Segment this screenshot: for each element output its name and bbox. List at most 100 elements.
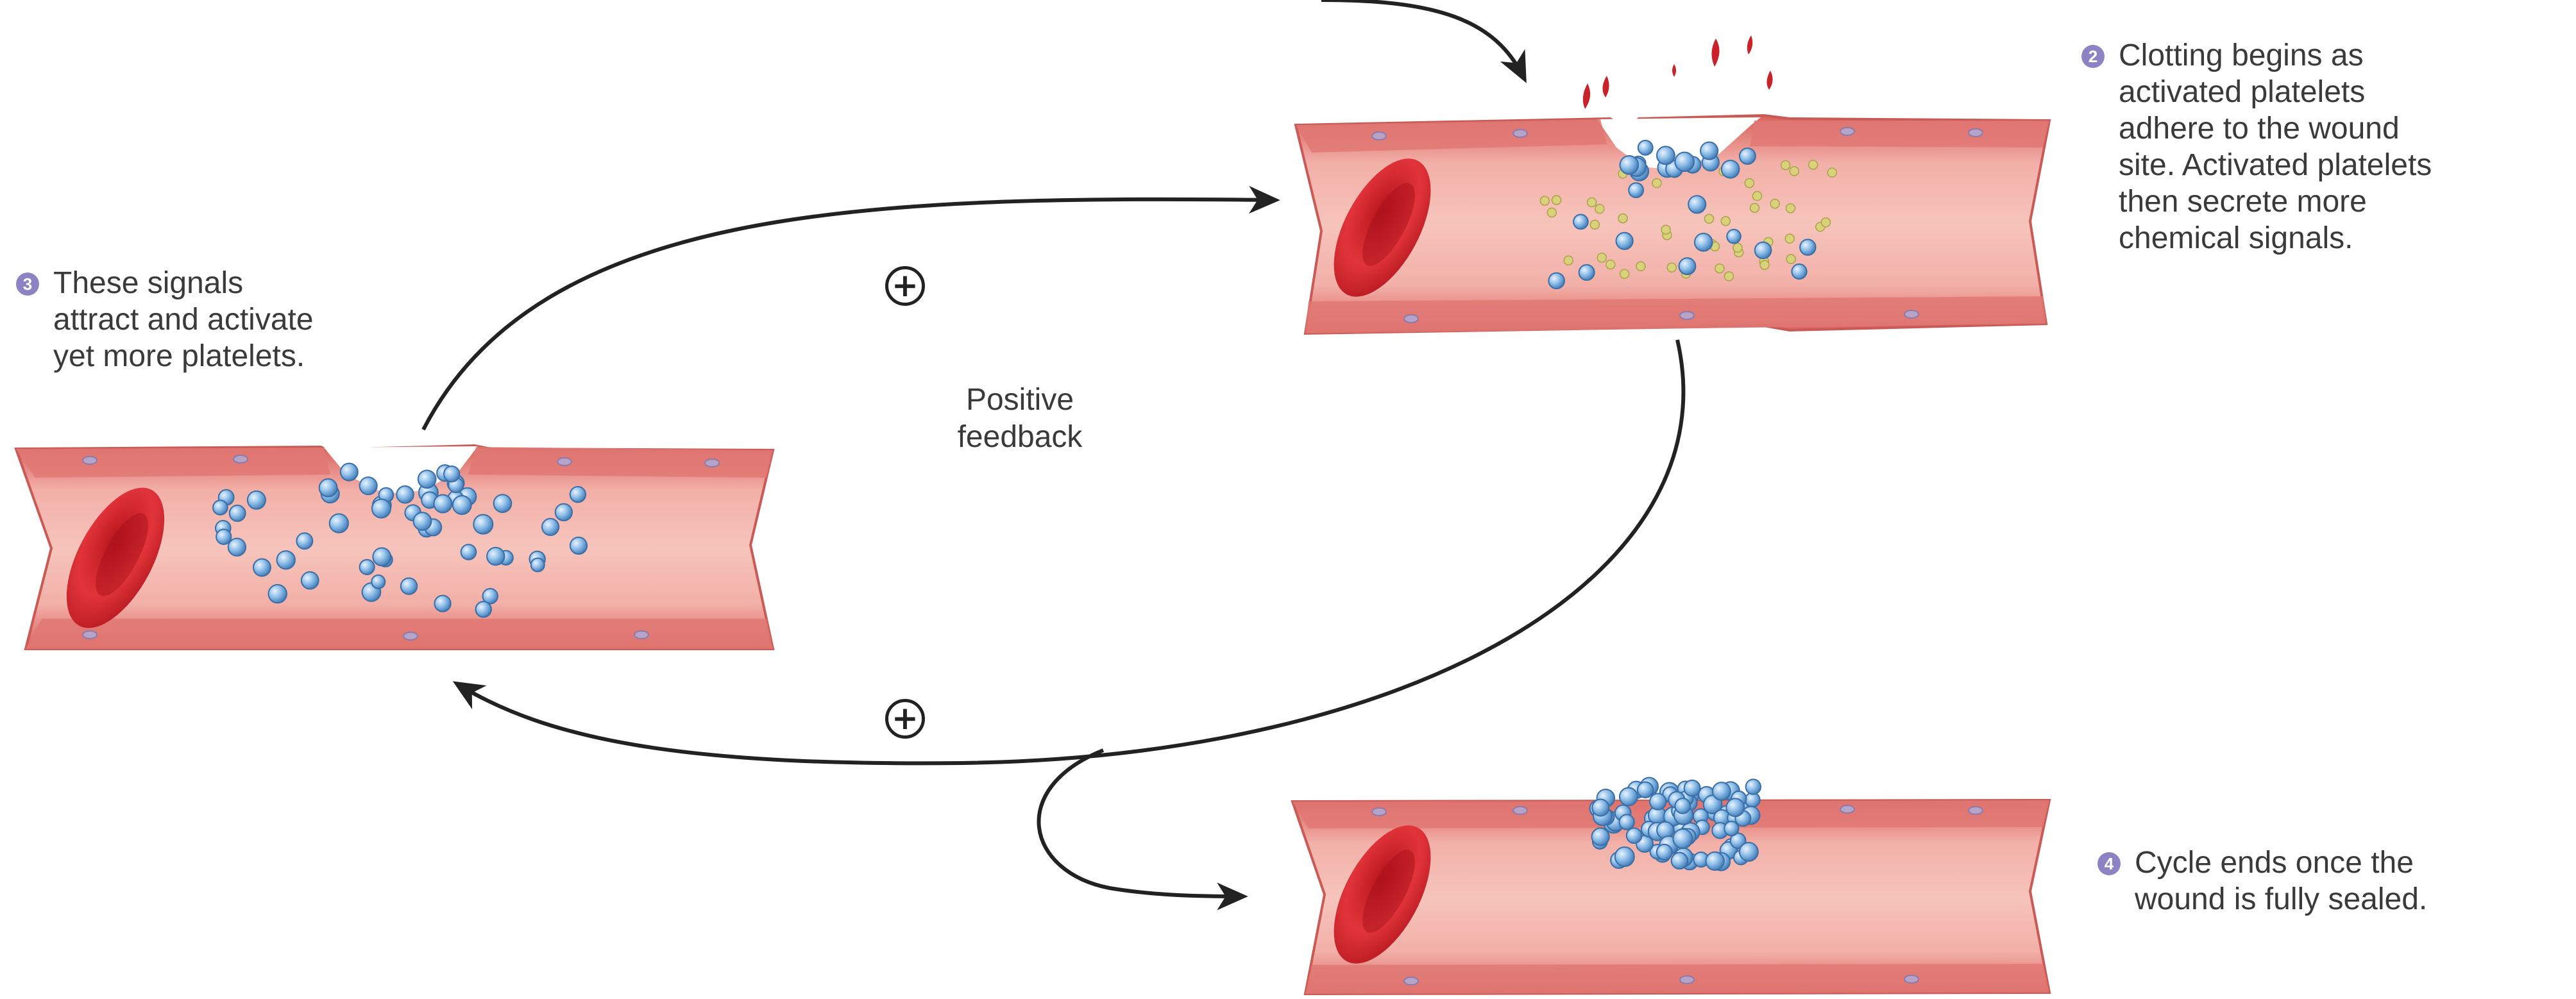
platelet (434, 495, 452, 513)
platelet (1724, 821, 1738, 835)
cycle-label: Positive feedback (924, 382, 1116, 456)
chemical-signal (1724, 272, 1733, 281)
chemical-signal (1786, 255, 1795, 264)
platelet (418, 470, 436, 488)
platelet (1650, 793, 1666, 809)
step-4-badge: 4 (2097, 852, 2121, 875)
chemical-signal (1564, 256, 1573, 265)
chemical-signal (1733, 243, 1742, 252)
platelet (277, 551, 295, 569)
chemical-signal (1786, 204, 1795, 213)
platelet (1755, 242, 1772, 259)
step-4-caption: 4 Cycle ends once the wound is fully sea… (2097, 844, 2572, 918)
platelet (487, 548, 504, 565)
chemical-signal (1597, 253, 1606, 262)
blood-vessel-platelet-recruitment (16, 446, 773, 649)
chemical-signal (1750, 203, 1759, 212)
platelet (1700, 142, 1718, 160)
platelet (1675, 152, 1694, 171)
platelet-plug (1589, 778, 1761, 871)
platelet (360, 477, 377, 494)
chemical-signal (1715, 264, 1724, 273)
platelet (1672, 853, 1688, 869)
platelet (531, 558, 545, 572)
blood-vessel-clotting-begins (1296, 35, 2049, 333)
platelet (401, 578, 417, 594)
platelet (253, 559, 271, 576)
platelet (1657, 146, 1675, 164)
chemical-signal (1752, 192, 1761, 201)
step-2-line-2: activated platelets (2119, 74, 2569, 110)
step-4-line-2: wound is fully sealed. (2135, 881, 2572, 918)
platelet (570, 537, 587, 554)
arrow-into-clotting (1321, 0, 1523, 77)
platelet (248, 491, 266, 509)
step-3-line-1: These signals (53, 265, 465, 301)
platelet (1684, 780, 1700, 796)
step-2-line-5: then secrete more (2119, 183, 2569, 220)
step-2-line-3: adhere to the wound (2119, 110, 2569, 147)
platelet (301, 572, 319, 589)
chemical-signal (1588, 197, 1597, 206)
chemical-signal (1790, 167, 1799, 176)
platelet (330, 514, 348, 532)
platelet (1688, 196, 1706, 213)
chemical-signal (1704, 214, 1713, 223)
platelet (1619, 814, 1634, 829)
chemical-signal (1636, 262, 1645, 271)
arrow-recruitment-to-clotting (423, 199, 1273, 430)
step-4-line-1: Cycle ends once the (2135, 844, 2572, 881)
platelet (1792, 264, 1806, 279)
platelet (1592, 828, 1609, 845)
chemical-signal (1547, 208, 1556, 217)
step-3-badge: 3 (16, 273, 39, 296)
platelet (494, 494, 512, 512)
platelet (360, 560, 375, 575)
platelet (1579, 265, 1595, 280)
chemical-signal (1540, 196, 1549, 205)
chemical-signal (1590, 220, 1599, 229)
chemical-signal (1781, 161, 1790, 170)
platelet (570, 487, 586, 502)
chemical-signal (1620, 269, 1629, 278)
platelet (230, 505, 246, 521)
platelet (372, 499, 391, 517)
platelet (1638, 140, 1653, 155)
platelet (453, 496, 471, 514)
platelet (444, 466, 459, 482)
platelet (1638, 782, 1653, 798)
vessel-wall-bottom-band (26, 619, 773, 649)
platelet (1722, 160, 1740, 178)
platelet (269, 585, 287, 603)
platelet (396, 486, 414, 503)
blood-drops (1583, 35, 1773, 109)
platelet (1726, 798, 1744, 816)
chemical-signal (1595, 205, 1604, 214)
step-2-line-1: Clotting begins as (2119, 37, 2569, 74)
positive-sign-upper: + (885, 266, 925, 306)
platelet (1657, 844, 1672, 860)
step-3-line-3: yet more platelets. (53, 338, 465, 374)
step-2-caption: 2 Clotting begins as activated platelets… (2081, 37, 2569, 256)
platelet (371, 575, 385, 589)
chemical-signal (1721, 217, 1730, 226)
platelet (1675, 798, 1690, 814)
platelet (1727, 230, 1741, 244)
platelet (1620, 787, 1638, 805)
platelet (542, 519, 559, 535)
platelet (213, 500, 228, 515)
platelet (1629, 183, 1643, 197)
step-2-badge: 2 (2081, 45, 2105, 68)
platelet (461, 544, 477, 560)
platelet (1746, 779, 1761, 794)
platelet (216, 529, 231, 544)
platelet (1695, 233, 1713, 251)
blood-vessel-sealed (1292, 778, 2049, 994)
platelet (296, 533, 312, 549)
chemical-signal (1760, 260, 1769, 269)
chemical-signal (1606, 260, 1615, 269)
chemical-signal (1785, 234, 1794, 243)
platelet (373, 548, 391, 566)
chemical-signal (1770, 199, 1779, 208)
step-3-line-2: attract and activate (53, 301, 465, 338)
